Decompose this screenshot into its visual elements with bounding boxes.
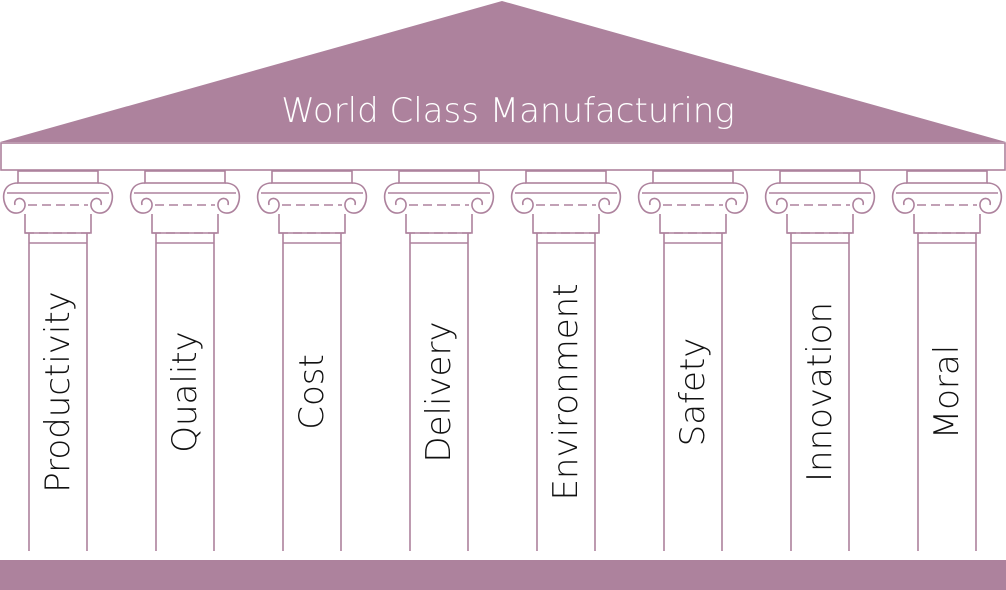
pillar-label: Safety [673, 338, 713, 447]
pillar-neck [405, 214, 473, 234]
pillar-label: Environment [546, 283, 586, 500]
pillar-shaft [790, 233, 850, 551]
pillar-label: Delivery [419, 321, 459, 462]
volute-left [2, 182, 26, 214]
pillar: Environment [510, 170, 622, 551]
pillar-label: Cost [292, 354, 332, 430]
pillar-label: Quality [165, 331, 205, 453]
volute-left [637, 182, 661, 214]
pillar: Safety [637, 170, 749, 551]
volute-left [256, 182, 280, 214]
pillar-shaft [28, 233, 88, 551]
volute-left [764, 182, 788, 214]
volute-right [217, 182, 241, 214]
pillar-shaft [536, 233, 596, 551]
roof-title: World Class Manufacturing [281, 91, 735, 131]
pillar-neck [532, 214, 600, 234]
pillars-group: Productivity Quality Cost Delivery Environme… [2, 170, 1003, 551]
pillar-label: Moral [927, 345, 967, 439]
base [0, 560, 1006, 590]
pillar-neck [24, 214, 92, 234]
pillar-neck [151, 214, 219, 234]
pillar-shaft [409, 233, 469, 551]
pillar-abacus [779, 170, 861, 184]
pillar: Delivery [383, 170, 495, 551]
pillar-abacus [525, 170, 607, 184]
volute-right [90, 182, 114, 214]
volute-right [344, 182, 368, 214]
pillar-shaft [663, 233, 723, 551]
pillar-abacus [144, 170, 226, 184]
pillar-neck [913, 214, 981, 234]
pillar-label: Innovation [800, 302, 840, 482]
pillar-abacus [398, 170, 480, 184]
volute-left [891, 182, 915, 214]
pillar-abacus [652, 170, 734, 184]
pillar: Quality [129, 170, 241, 551]
pillar-abacus [17, 170, 99, 184]
pillar: Productivity [2, 170, 114, 551]
volute-left [383, 182, 407, 214]
pillar-shaft [917, 233, 977, 551]
pillar-neck [786, 214, 854, 234]
pillar: Innovation [764, 170, 876, 551]
volute-right [852, 182, 876, 214]
pillar-shaft [282, 233, 342, 551]
pillar-shaft [155, 233, 215, 551]
volute-right [598, 182, 622, 214]
pillar: Moral [891, 170, 1003, 551]
volute-left [129, 182, 153, 214]
pillar-abacus [271, 170, 353, 184]
volute-right [725, 182, 749, 214]
pillar-neck [659, 214, 727, 234]
volute-left [510, 182, 534, 214]
pillar: Cost [256, 170, 368, 551]
pillar-abacus [906, 170, 988, 184]
pillar-neck [278, 214, 346, 234]
pillar-label: Productivity [38, 291, 78, 493]
entablature [0, 142, 1006, 171]
volute-right [979, 182, 1003, 214]
roof [0, 1, 1006, 142]
volute-right [471, 182, 495, 214]
